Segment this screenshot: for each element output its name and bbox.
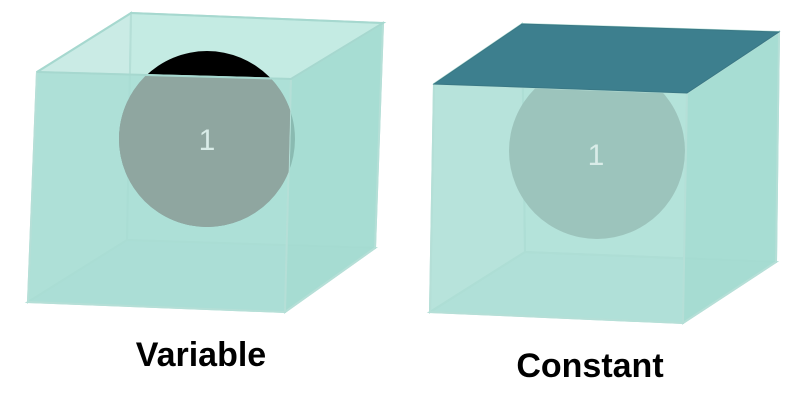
left-particle-label: 1 — [199, 124, 216, 157]
variable-volume-box: 1 — [24, 11, 387, 314]
variable-caption: Variable — [136, 336, 266, 374]
right-box-lid — [432, 23, 781, 94]
constant-caption: Constant — [516, 347, 663, 385]
left-particle-right-part — [119, 72, 291, 227]
left-box-top-rim — [36, 11, 387, 81]
right-particle-label: 1 — [588, 139, 605, 172]
constant-volume-box: 1 — [426, 22, 781, 325]
right-box-front-face — [428, 82, 689, 325]
